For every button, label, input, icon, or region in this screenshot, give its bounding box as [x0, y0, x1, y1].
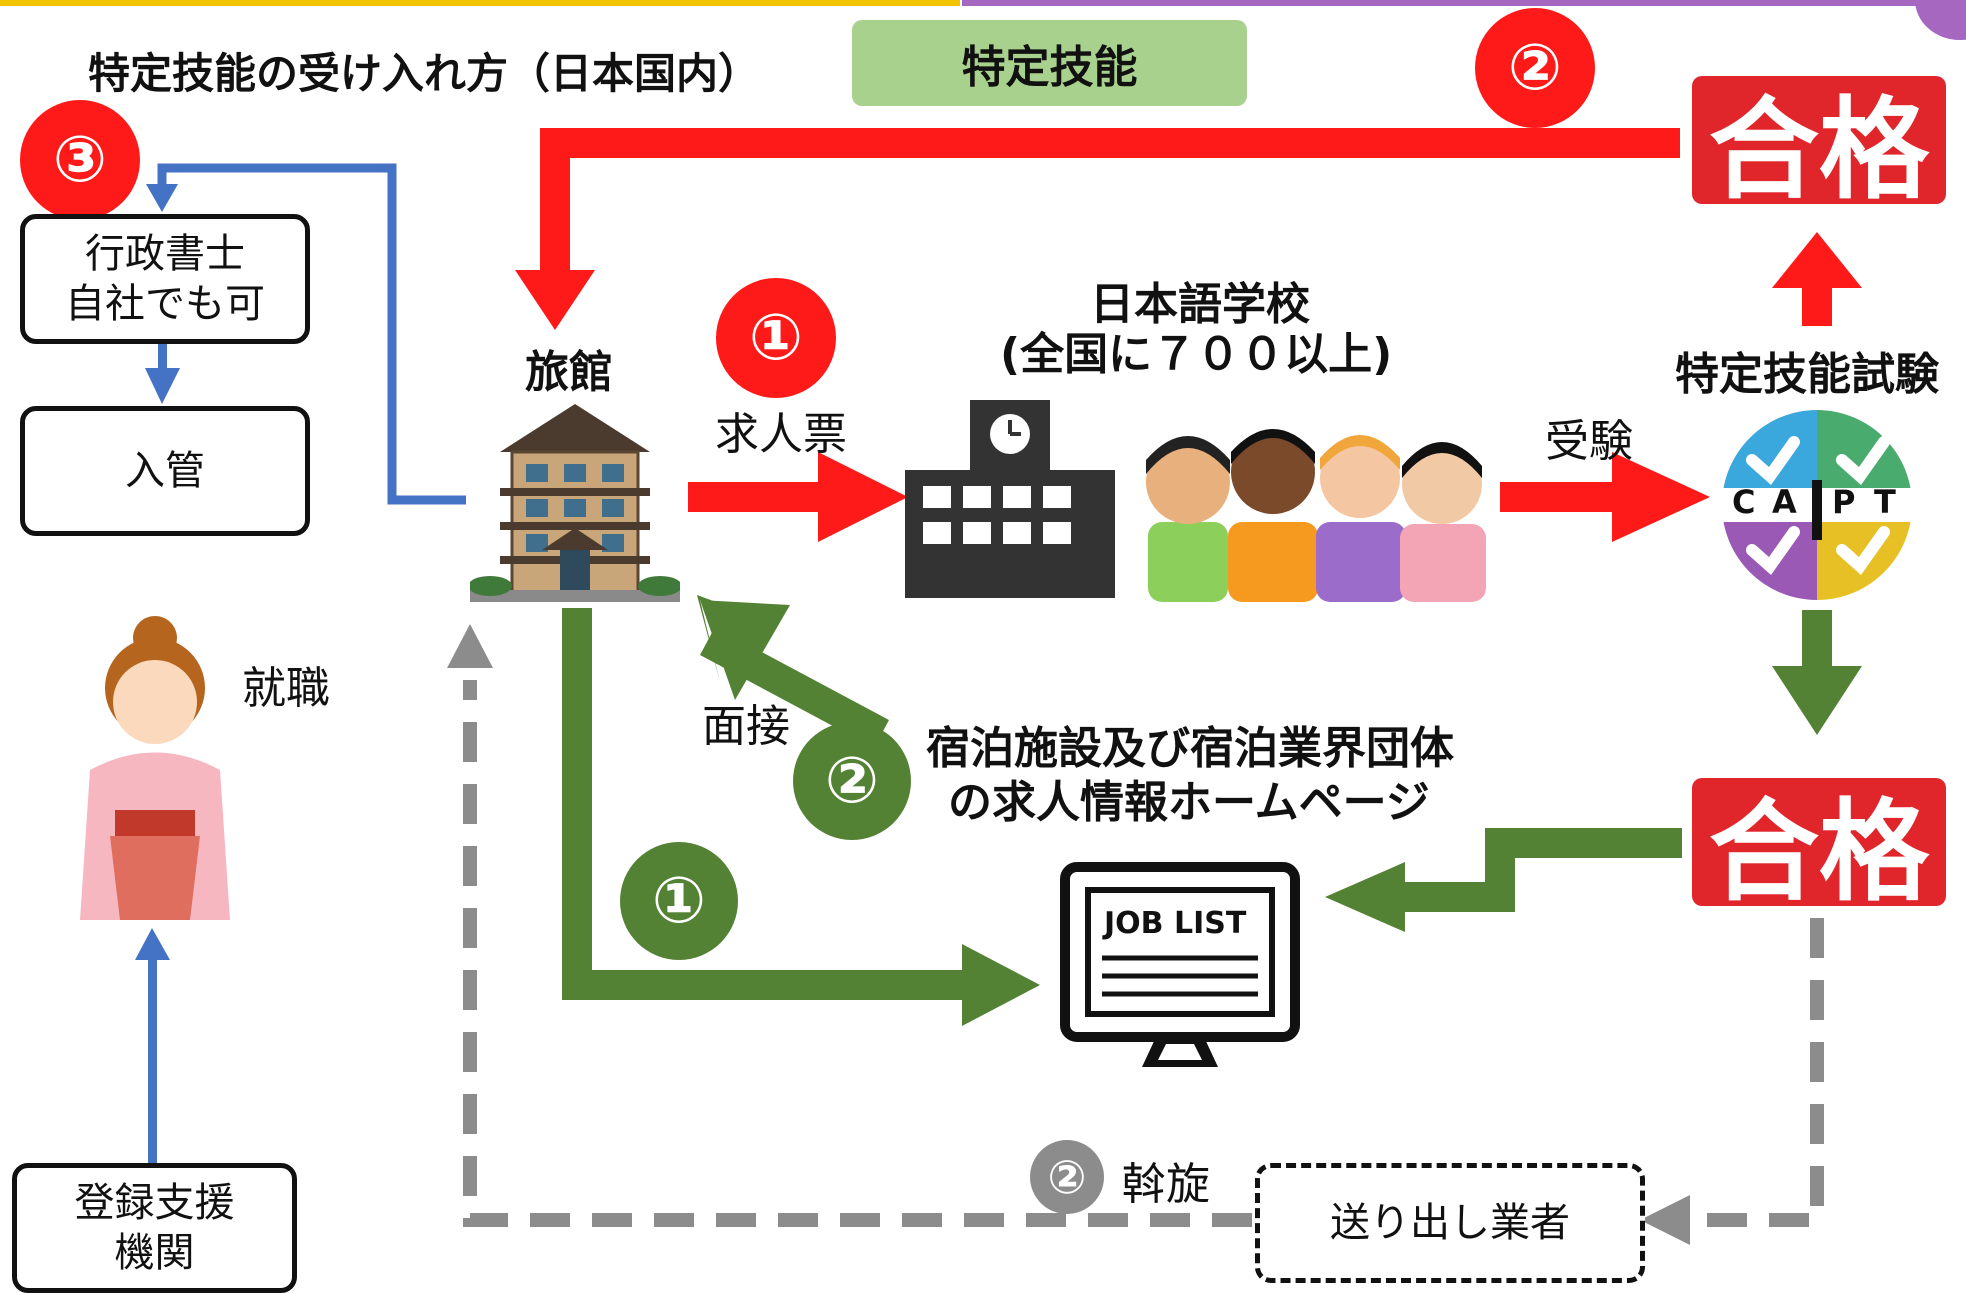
gyosei-line1: 行政書士	[85, 231, 245, 277]
page-title: 特定技能の受け入れ方（日本国内）	[88, 49, 761, 98]
school-building-icon	[905, 400, 1115, 600]
toroku-line1: 登録支援	[74, 1180, 235, 1226]
capt-letter-a: A	[1772, 483, 1797, 521]
red-arrow-gokaku-to-ryokan	[515, 128, 1680, 330]
step-badge-red-3: ③	[20, 100, 140, 220]
ryokan-building-icon	[468, 400, 682, 610]
toroku-shien-box: 登録支援 機関	[12, 1163, 297, 1293]
capt-letter-t: T	[1874, 483, 1896, 521]
mensetsu-label: 面接	[702, 701, 790, 752]
staff-woman-illustration	[70, 610, 240, 920]
top-purple-bar	[962, 0, 1966, 6]
step-badge-green-1: ①	[620, 842, 738, 960]
blue-arrowhead-gyosei	[146, 184, 178, 212]
step-badge-red-1: ①	[716, 278, 836, 398]
red-arrow-school-to-exam	[1500, 452, 1710, 542]
step-badge-red-2: ②	[1475, 8, 1595, 128]
assen-label: 斡旋	[1122, 1159, 1210, 1210]
step-badge-gray-2: ②	[1030, 1140, 1104, 1214]
gyosei-shoshi-box: 行政書士 自社でも可	[20, 214, 310, 344]
gray-arrowhead-ryokan	[447, 624, 493, 668]
capt-logo: C A P T	[1722, 410, 1912, 600]
ryokan-label: 旅館	[525, 347, 613, 398]
category-pill: 特定技能	[852, 20, 1247, 106]
students-illustration	[1128, 412, 1498, 602]
red-arrow-exam-to-gokaku	[1772, 232, 1862, 326]
job-list-text: JOB LIST	[1104, 906, 1247, 941]
green-arrow-ryokan-to-joblist	[562, 608, 1040, 1026]
gyosei-line2: 自社でも可	[65, 281, 265, 327]
okuridashi-box: 送り出し業者	[1255, 1163, 1645, 1283]
red-arrow-ryokan-to-school	[688, 452, 908, 542]
kyujinhyo-label: 求人票	[715, 409, 847, 460]
capt-letter-p: P	[1832, 483, 1856, 521]
toroku-line2: 機関	[114, 1230, 195, 1276]
gray-dashed-route	[463, 680, 1824, 1227]
exam-label: 特定技能試験	[1675, 349, 1939, 400]
green-arrow-gokaku-to-joblist	[1325, 828, 1682, 932]
shushoku-label: 就職	[242, 663, 330, 714]
gokaku-stamp-bottom: 合格	[1692, 778, 1946, 916]
step-badge-green-2: ②	[793, 722, 911, 840]
blue-line-ryokan-to-gyosei	[157, 163, 466, 505]
homepage-line2: の求人情報ホームページ	[948, 777, 1430, 828]
capt-letter-c: C	[1732, 483, 1756, 521]
school-count: (全国に７００以上)	[1000, 329, 1393, 380]
top-yellow-bar	[0, 0, 960, 6]
nyukan-box: 入管	[20, 406, 310, 536]
homepage-line1: 宿泊施設及び宿泊業界団体	[926, 723, 1454, 774]
green-arrow-homepage-to-ryokan	[697, 595, 889, 748]
school-name: 日本語学校	[1090, 279, 1310, 330]
green-arrow-exam-to-gokaku	[1772, 610, 1862, 735]
gokaku-stamp-top: 合格	[1692, 76, 1946, 214]
gray-arrowhead-okuridashi	[1640, 1195, 1690, 1245]
job-list-monitor-icon: JOB LIST	[1060, 862, 1300, 1072]
juken-label: 受験	[1545, 416, 1633, 467]
